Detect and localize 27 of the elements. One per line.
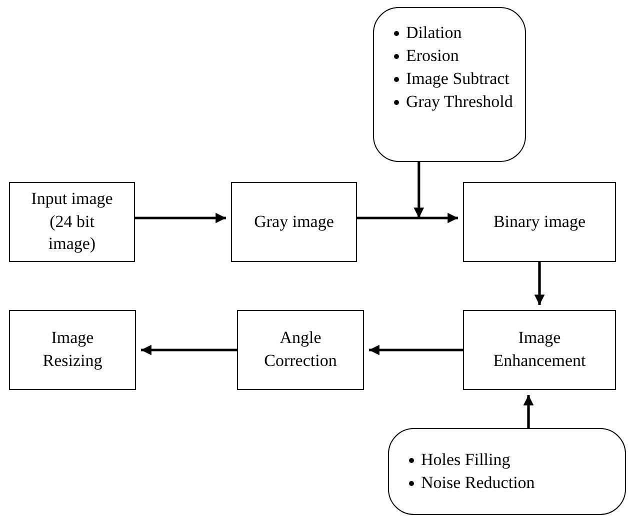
arrow	[523, 395, 534, 428]
arrow	[414, 162, 424, 218]
process-box	[463, 310, 616, 390]
arrow	[141, 344, 237, 356]
process-box	[463, 182, 616, 262]
process-box	[9, 182, 135, 262]
process-box	[9, 310, 136, 390]
arrow	[369, 344, 463, 356]
bullet-item: Gray Threshold	[406, 90, 513, 113]
box-label: Image Resizing	[42, 327, 104, 372]
box-label: Input image (24 bit image)	[30, 188, 114, 256]
arrow	[534, 262, 545, 305]
bullet-item: Erosion	[406, 44, 459, 67]
bullet-item: Dilation	[406, 22, 462, 44]
bullet-item: Image Subtract	[406, 68, 510, 90]
box-label: Image Enhancement	[492, 327, 587, 372]
rounded-list-box	[388, 428, 626, 515]
bullet-item: Noise Reduction	[421, 472, 535, 494]
box-label: Angle Correction	[263, 327, 338, 372]
bullet-item: Holes Filling	[421, 449, 510, 471]
process-box	[237, 310, 364, 390]
box-label: Binary image	[493, 210, 586, 233]
arrow	[135, 212, 226, 224]
process-box	[231, 182, 357, 262]
box-label: Gray image	[254, 210, 334, 233]
rounded-list-box	[373, 7, 526, 162]
arrow	[357, 212, 458, 224]
